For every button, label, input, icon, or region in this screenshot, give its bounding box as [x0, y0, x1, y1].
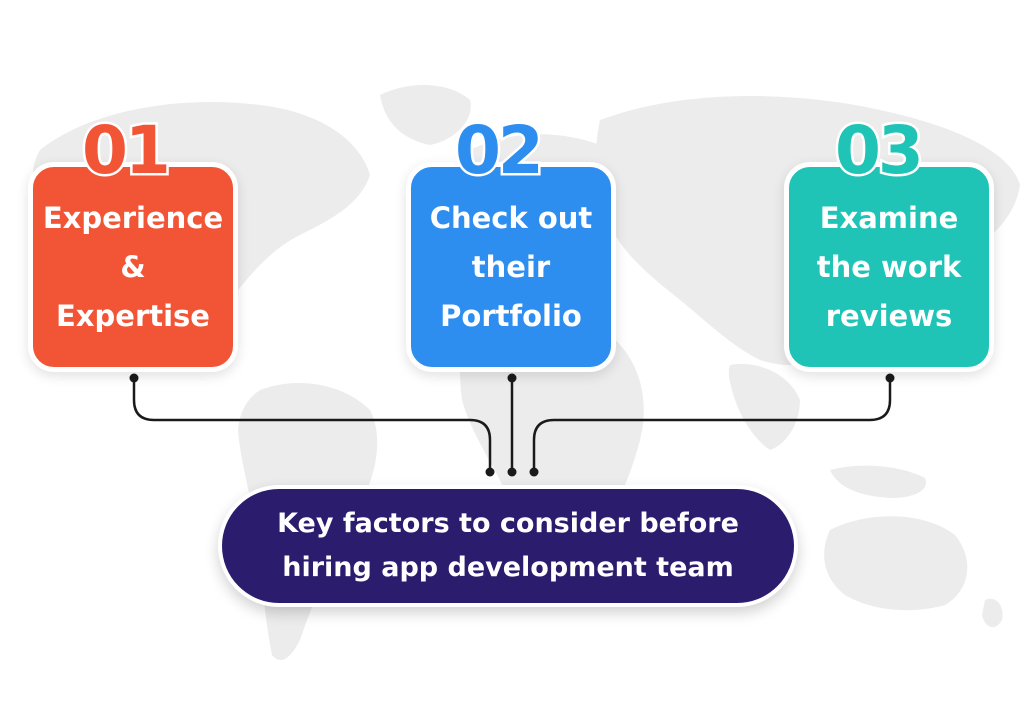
step-number-3: 03 [833, 112, 927, 189]
step-card-3-text: Examine the work reviews [816, 200, 962, 333]
step-card-2-text: Check out their Portfolio [429, 200, 593, 333]
connector-dot-bottom-1 [485, 467, 495, 477]
map-new-zealand [982, 598, 1003, 628]
connector-line-1 [132, 378, 492, 472]
connector-line-3 [532, 378, 892, 472]
center-summary-text: Key factors to consider before hiring ap… [277, 508, 739, 583]
connector-dot-top-2 [507, 373, 517, 383]
map-islands-southeast-asia [830, 465, 926, 498]
map-south-asia [728, 364, 800, 450]
connector-dot-top-1 [129, 373, 139, 383]
connector-dot-bottom-3 [529, 467, 539, 477]
step-number-2: 02 [453, 112, 547, 189]
step-card-3: Examine the work reviews [784, 162, 994, 372]
step-card-1-text: Experience & Expertise [42, 200, 224, 333]
step-card-1: Experience & Expertise [28, 162, 238, 372]
map-continent-australia [824, 516, 968, 611]
center-summary-pill: Key factors to consider before hiring ap… [218, 485, 798, 607]
connector-dot-top-3 [885, 373, 895, 383]
step-card-2: Check out their Portfolio [406, 162, 616, 372]
map-greenland [380, 84, 471, 145]
step-number-1: 01 [80, 112, 174, 189]
connector-dot-bottom-2 [507, 467, 517, 477]
